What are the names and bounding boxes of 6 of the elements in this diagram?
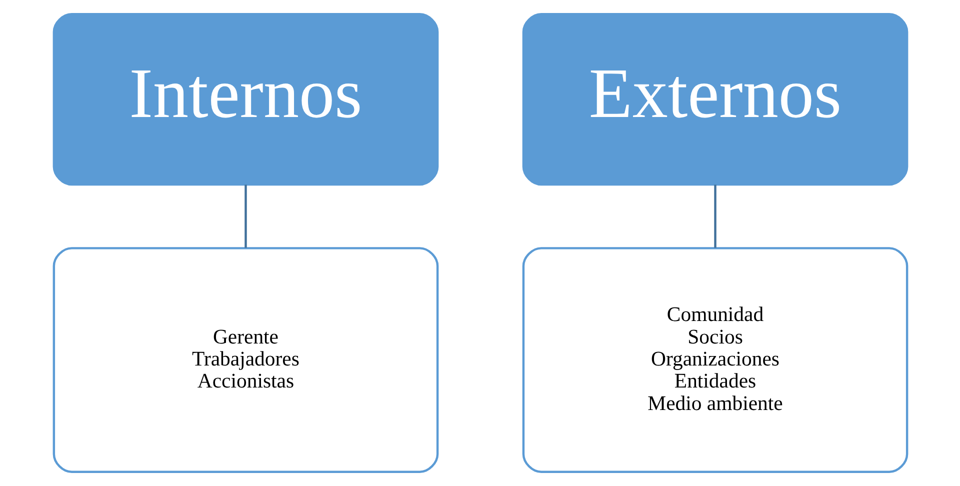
node-box: Comunidad Socios Organizaciones Entidades Medio ambiente [522, 247, 908, 473]
node-box: Externos [522, 13, 908, 186]
node-box: Internos [52, 13, 438, 186]
connector [714, 184, 716, 248]
connector [244, 184, 246, 248]
node-box: Gerente Trabajadores Accionistas [52, 247, 438, 473]
